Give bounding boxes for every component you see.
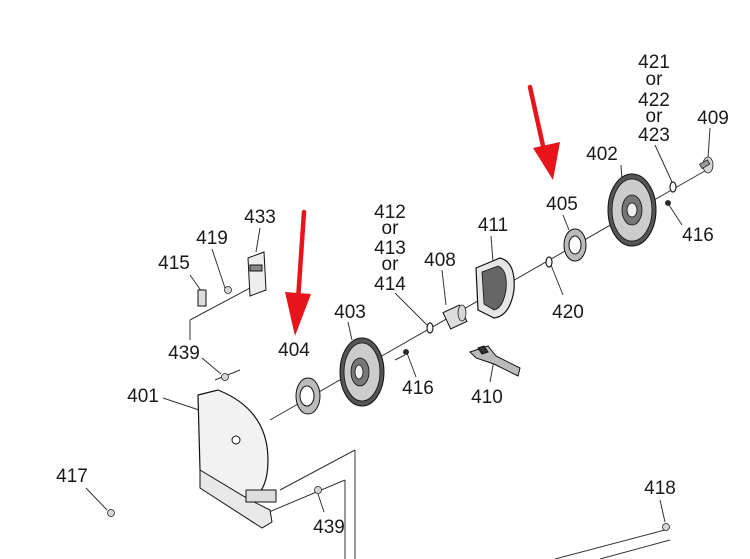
part-404-bushing (295, 377, 321, 415)
part-410-lever (469, 345, 521, 377)
part-416-screw-a (665, 200, 671, 206)
label-or-4: or (382, 254, 400, 275)
label-410: 410 (471, 387, 503, 408)
part-403-sprocket (339, 337, 385, 407)
highlight-arrow-404 (285, 209, 311, 336)
part-420-ring (545, 256, 553, 268)
part-421-ring (669, 181, 677, 193)
label-439-b: 439 (313, 517, 345, 538)
label-433: 433 (244, 207, 276, 228)
label-423: 423 (638, 125, 670, 146)
label-or-2: or (646, 106, 664, 127)
label-422: 422 (638, 90, 670, 111)
part-401-frame (197, 389, 277, 529)
label-or-3: or (382, 218, 400, 239)
label-419: 419 (196, 228, 228, 249)
label-416-b: 416 (402, 378, 434, 399)
label-402: 402 (586, 144, 618, 165)
part-417-screw (107, 509, 115, 517)
label-414: 414 (374, 274, 406, 295)
label-or-1: or (646, 69, 664, 90)
label-416-a: 416 (682, 225, 714, 246)
part-433-bracket (247, 251, 267, 297)
label-413: 413 (374, 238, 406, 259)
label-403: 403 (334, 302, 366, 323)
part-409-screw (698, 156, 714, 174)
label-409: 409 (697, 108, 729, 129)
label-411: 411 (478, 215, 508, 236)
label-412: 412 (374, 202, 406, 223)
label-415: 415 (158, 253, 190, 274)
part-439-screw-b (314, 486, 322, 494)
highlight-arrow-405 (527, 84, 560, 180)
part-405-bushing (563, 228, 587, 262)
part-419-screw (224, 286, 232, 294)
label-421: 421 (638, 52, 670, 73)
label-405: 405 (546, 194, 578, 215)
part-418-screw (662, 523, 670, 531)
label-439-a: 439 (168, 343, 200, 364)
label-420: 420 (552, 302, 584, 323)
part-408-collar (442, 304, 468, 330)
label-404: 404 (278, 340, 310, 361)
label-401: 401 (127, 386, 159, 407)
label-408: 408 (424, 250, 456, 271)
part-labels: 421 or 422 or 423 409 402 405 416 411 41… (56, 52, 729, 538)
part-415-plate (197, 289, 207, 307)
part-439-screw-a (221, 373, 229, 381)
part-412-ring (426, 322, 434, 334)
part-402-sprocket (607, 173, 657, 247)
label-418: 418 (644, 478, 676, 499)
part-416-screw-b (403, 349, 409, 355)
label-417: 417 (56, 466, 88, 487)
part-411-housing (475, 257, 515, 319)
